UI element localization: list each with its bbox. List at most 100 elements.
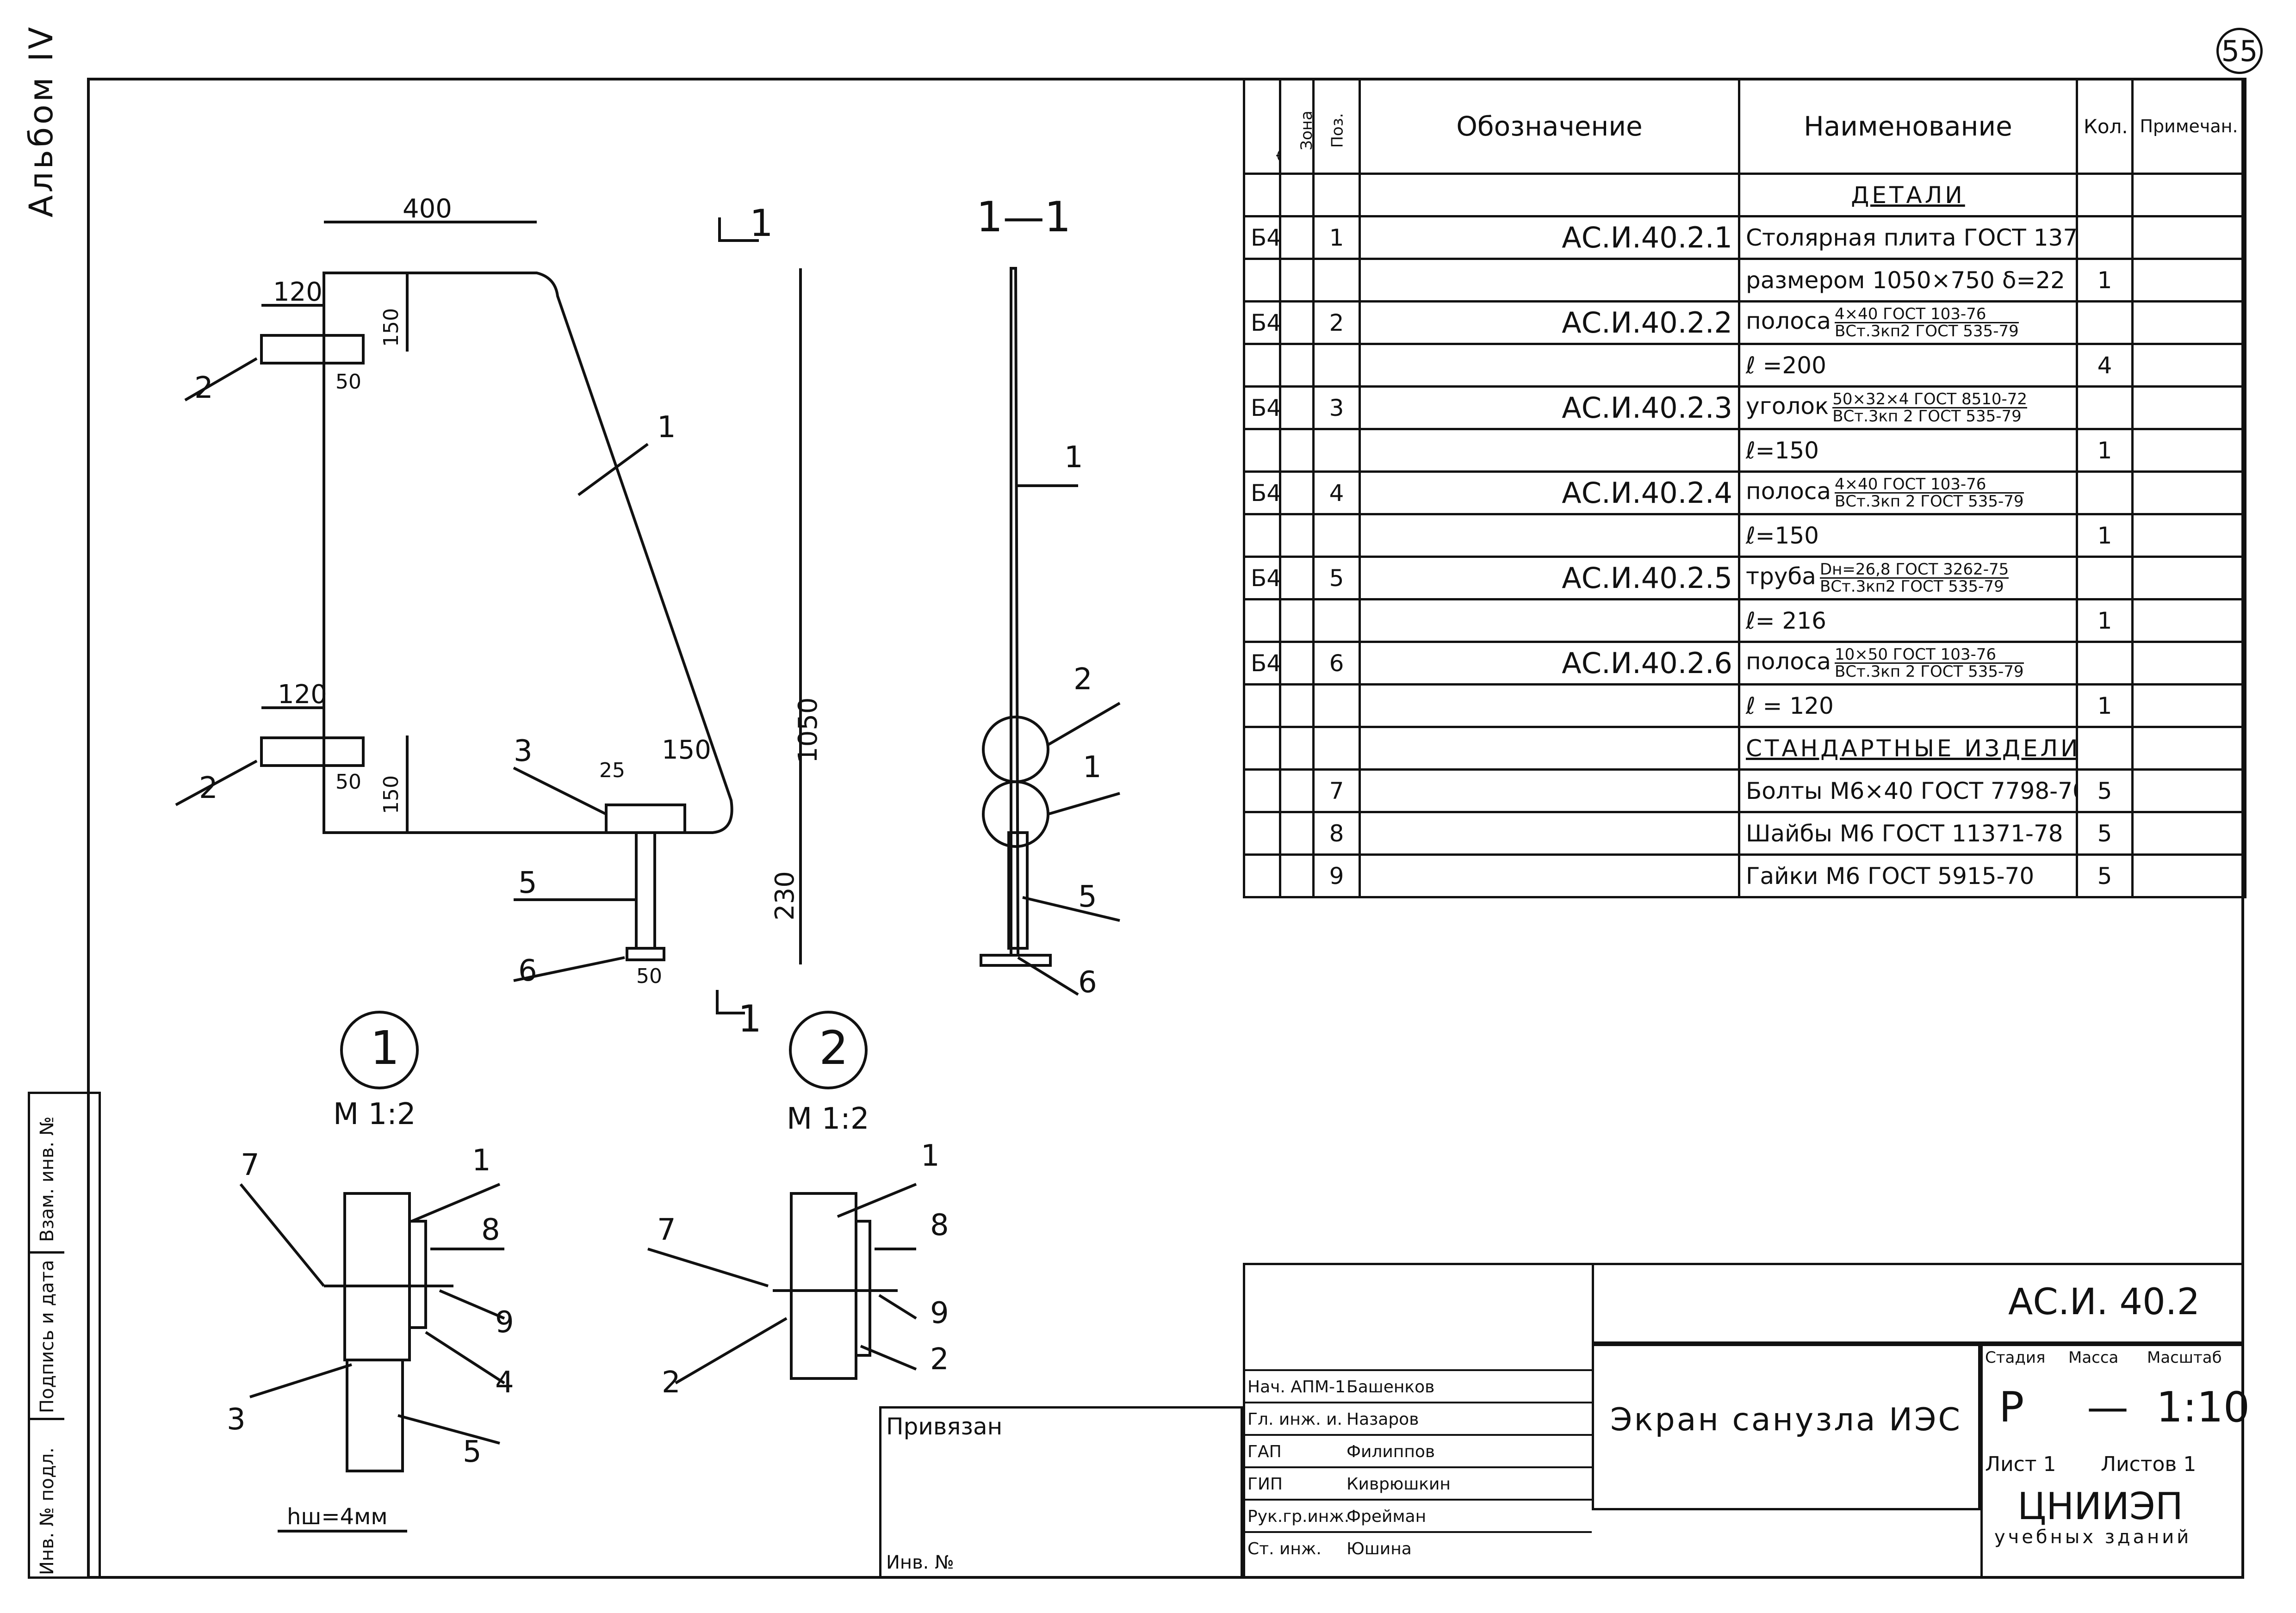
section-mark-top: 1 bbox=[750, 202, 773, 245]
cell-qty bbox=[2076, 215, 2134, 260]
inv-label: Инв. № bbox=[886, 1552, 954, 1573]
dim-50-top: 50 bbox=[335, 370, 361, 394]
dim-150-bottom: 150 bbox=[379, 775, 403, 814]
dim-400: 400 bbox=[403, 194, 452, 224]
detail-1-number: 1 bbox=[370, 1021, 400, 1075]
detail-1-pipe bbox=[346, 1359, 404, 1472]
cell-zona bbox=[1279, 258, 1315, 303]
header-name: Наименование bbox=[1738, 78, 2078, 175]
spec-header-row: Формат Зона Поз. Обозначение Наименовани… bbox=[1243, 78, 2246, 175]
cell-note bbox=[2131, 811, 2246, 856]
mass-value: — bbox=[2087, 1383, 2128, 1432]
drawing-title: Экран санузла ИЭС bbox=[1610, 1402, 1962, 1438]
cell-format bbox=[1243, 513, 1281, 558]
strip-2-top bbox=[260, 334, 365, 365]
detail-2-callout-2a: 2 bbox=[662, 1366, 681, 1400]
cell-poz: 6 bbox=[1312, 641, 1361, 686]
cell-note bbox=[2131, 300, 2246, 345]
section-details: ДЕТАЛИ bbox=[1738, 173, 2078, 217]
callout-1: 1 bbox=[657, 410, 676, 445]
cell-format: Б4 bbox=[1243, 215, 1281, 260]
detail-1-panel bbox=[343, 1192, 411, 1361]
stage-block bbox=[1980, 1344, 2244, 1579]
section-standard: СТАНДАРТНЫЕ ИЗДЕЛИЯ bbox=[1738, 726, 2078, 771]
cell-note bbox=[2131, 428, 2246, 473]
detail-2-callout-9: 9 bbox=[930, 1296, 949, 1330]
cell-note bbox=[2131, 470, 2246, 515]
section-callout-1: 1 bbox=[1064, 440, 1083, 475]
cell-note bbox=[2131, 556, 2246, 600]
section-view-panel bbox=[1010, 267, 1020, 957]
detail-1-callout-7: 7 bbox=[241, 1148, 260, 1182]
title-name-cell bbox=[1592, 1344, 1980, 1510]
signature-role: Рук.гр.инж. bbox=[1247, 1507, 1350, 1526]
cell-poz bbox=[1312, 343, 1361, 388]
cell-poz bbox=[1312, 258, 1361, 303]
detail-1-callout-4: 4 bbox=[495, 1366, 514, 1400]
cell-qty bbox=[2076, 385, 2134, 430]
cell-designation bbox=[1359, 853, 1740, 898]
cell-poz bbox=[1312, 683, 1361, 728]
cell-zona bbox=[1279, 598, 1315, 643]
cell-note bbox=[2131, 768, 2246, 813]
cell-designation: АС.И.40.2.2 bbox=[1359, 300, 1740, 345]
cell-designation bbox=[1359, 683, 1740, 728]
section-mark-bottom: 1 bbox=[738, 997, 762, 1040]
panel-outline bbox=[323, 272, 733, 834]
cell-designation bbox=[1359, 768, 1740, 813]
header-note: Примечан. bbox=[2131, 78, 2246, 175]
detail-1-callout-1: 1 bbox=[472, 1143, 491, 1178]
detail-2-label-circle bbox=[789, 1011, 868, 1089]
cell-zona bbox=[1279, 513, 1315, 558]
cell-name: Шайбы М6 ГОСТ 11371-78 bbox=[1738, 811, 2078, 856]
cell-format bbox=[1243, 598, 1281, 643]
cell-note bbox=[2131, 513, 2246, 558]
cell-name: ℓ=150 bbox=[1738, 513, 2078, 558]
detail-1-callout-3: 3 bbox=[227, 1403, 246, 1437]
cell-format: Б4 bbox=[1243, 385, 1281, 430]
cell-format bbox=[1243, 343, 1281, 388]
cell-zona bbox=[1279, 385, 1315, 430]
signature-name: Киврюшкин bbox=[1347, 1475, 1451, 1494]
cell-poz: 9 bbox=[1312, 853, 1361, 898]
stage-label: Стадия bbox=[1985, 1348, 2046, 1367]
signature-role: Нач. АПМ-1 bbox=[1247, 1378, 1346, 1397]
cell-poz bbox=[1312, 598, 1361, 643]
cell-note bbox=[2131, 683, 2246, 728]
dim-50-bottom: 50 bbox=[335, 770, 361, 794]
cell-poz: 4 bbox=[1312, 470, 1361, 515]
cell-qty: 1 bbox=[2076, 598, 2134, 643]
detail-2-callout-2b: 2 bbox=[930, 1342, 949, 1377]
detail-2-number: 2 bbox=[819, 1021, 849, 1075]
cell-note bbox=[2131, 385, 2246, 430]
dim-230: 230 bbox=[770, 871, 800, 921]
privyazan-label: Привязан bbox=[886, 1413, 1003, 1440]
pipe-5 bbox=[635, 831, 656, 950]
cell-note bbox=[2131, 258, 2246, 303]
cell-zona bbox=[1279, 470, 1315, 515]
title-code: АС.И. 40.2 bbox=[2008, 1281, 2200, 1323]
callout-6: 6 bbox=[518, 954, 537, 988]
cell-designation bbox=[1359, 598, 1740, 643]
cell-zona bbox=[1279, 556, 1315, 600]
cell-qty: 5 bbox=[2076, 768, 2134, 813]
section-row: СТАНДАРТНЫЕ ИЗДЕЛИЯ bbox=[1243, 726, 2246, 771]
cell-name: ℓ = 120 bbox=[1738, 683, 2078, 728]
cell-designation bbox=[1359, 428, 1740, 473]
signature-name: Башенков bbox=[1347, 1378, 1435, 1397]
detail-2-callout-7: 7 bbox=[657, 1213, 676, 1247]
cell-name: размером 1050×750 δ=22 bbox=[1738, 258, 2078, 303]
title-code-cell bbox=[1592, 1263, 2244, 1344]
